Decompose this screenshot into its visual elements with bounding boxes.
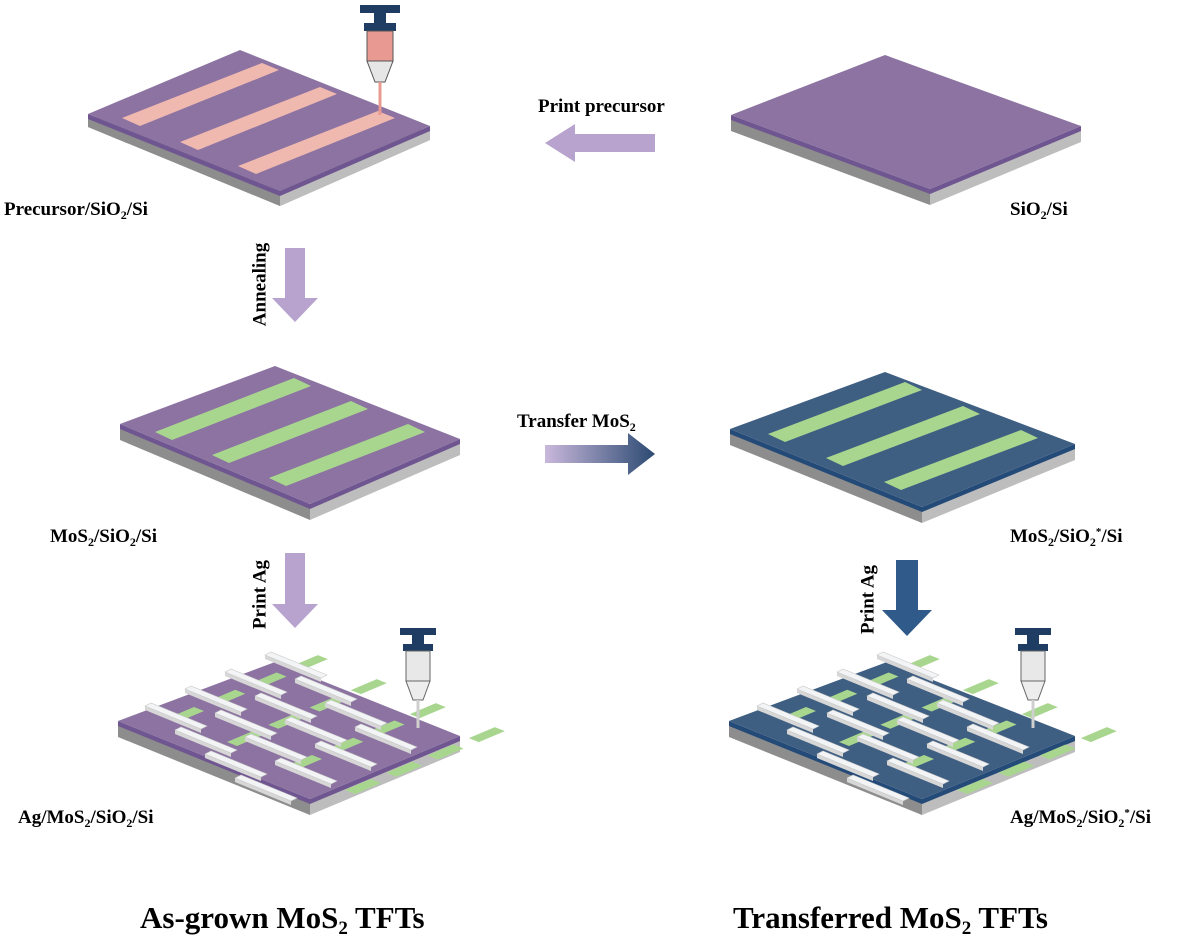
mos2-pad [1039,744,1076,760]
ag-electrode [906,675,970,706]
arrow-print-precursor [545,124,655,162]
substrate-precursor [88,50,430,206]
ag-electrode [204,750,268,781]
mos2-pad [386,761,423,777]
mos2-pad [962,679,999,695]
step-print-ag-left: Print Ag [249,559,271,630]
ag-electrode [144,702,208,733]
step-transfer-mos2: Transfer MoS2 [517,411,636,434]
ag-electrode [846,774,910,805]
sio2-layer [731,55,1081,189]
title-as-grown: As-grown MoS2 TFTs [140,900,425,939]
ag-electrode [174,726,238,757]
mos2-stripe [768,382,922,442]
arrow-annealing [272,248,318,322]
label-ag-mos2-sio2-si: Ag/MoS2/SiO2/Si [18,807,154,830]
ag-electrode [354,723,418,754]
label-ag-mos2-sio2star-si: Ag/MoS2/SiO2*/Si [1010,807,1152,830]
step-print-ag-right: Print Ag [857,564,879,635]
ag-electrodes [144,651,418,805]
mos2-pad [1021,703,1058,719]
mos2-stripe [269,424,425,486]
arrow-print-ag-left [272,553,318,628]
ag-electrode [234,774,298,805]
mos2-pad [957,779,993,794]
title-transferred: Transferred MoS2 TFTs [733,900,1048,939]
substrate-bare [731,55,1081,205]
mos2-pad [409,703,446,719]
ag-electrode [274,757,338,788]
ag-electrode [184,685,248,716]
step-print-precursor: Print precursor [538,96,665,117]
ag-electrode [936,699,1000,730]
ag-electrode [314,740,378,771]
mos2-pad [350,679,387,695]
ag-electrode [966,723,1030,754]
precursor-stripe [122,63,279,126]
syringe-precursor [360,5,400,115]
step-annealing: Annealing [249,242,271,327]
ag-electrode [244,733,308,764]
ag-electrode [264,651,328,682]
ag-electrode [284,716,348,747]
ag-electrode [866,692,930,723]
arrow-transfer [545,433,655,475]
ag-electrode [756,702,820,733]
syringe-ag-right [1015,628,1051,728]
ag-electrode [324,699,388,730]
substrate-mos2-asgrown [120,366,460,520]
mos2-stripe [155,378,311,440]
mos2-pad [998,761,1035,777]
ag-electrode [876,651,940,682]
substrate-mos2-transferred [730,372,1075,523]
ag-electrode [214,709,278,740]
ag-electrode [826,709,890,740]
arrow-print-ag-right [882,560,932,636]
mos2-stripe [212,401,368,463]
mos2-stripe [826,406,980,466]
ag-electrode [896,716,960,747]
syringe-ag-left [400,628,436,728]
ag-electrode [224,668,288,699]
ag-electrode [786,726,850,757]
label-mos2-sio2star-si: MoS2/SiO2*/Si [1010,526,1123,549]
label-sio2-si: SiO2/Si [1010,199,1068,222]
ag-electrode [294,675,358,706]
mos2-stripe [884,430,1038,490]
ag-electrode [816,750,880,781]
ag-electrode [926,740,990,771]
ag-electrode [254,692,318,723]
ag-electrode [836,668,900,699]
mos2-pad [468,727,505,743]
mos2-pad [427,744,464,760]
ag-electrodes [756,651,1030,805]
precursor-stripe [180,87,337,150]
ag-electrode [856,733,920,764]
ag-electrode [886,757,950,788]
precursor-stripe [238,111,395,174]
substrate-ag-asgrown [118,651,505,815]
substrate-ag-transferred [729,651,1117,815]
ag-electrode [796,685,860,716]
mos2-pad [345,779,381,794]
mos2-pad [1080,727,1117,743]
label-precursor-sio2-si: Precursor/SiO2/Si [4,199,148,222]
label-mos2-sio2-si: MoS2/SiO2/Si [50,526,158,549]
